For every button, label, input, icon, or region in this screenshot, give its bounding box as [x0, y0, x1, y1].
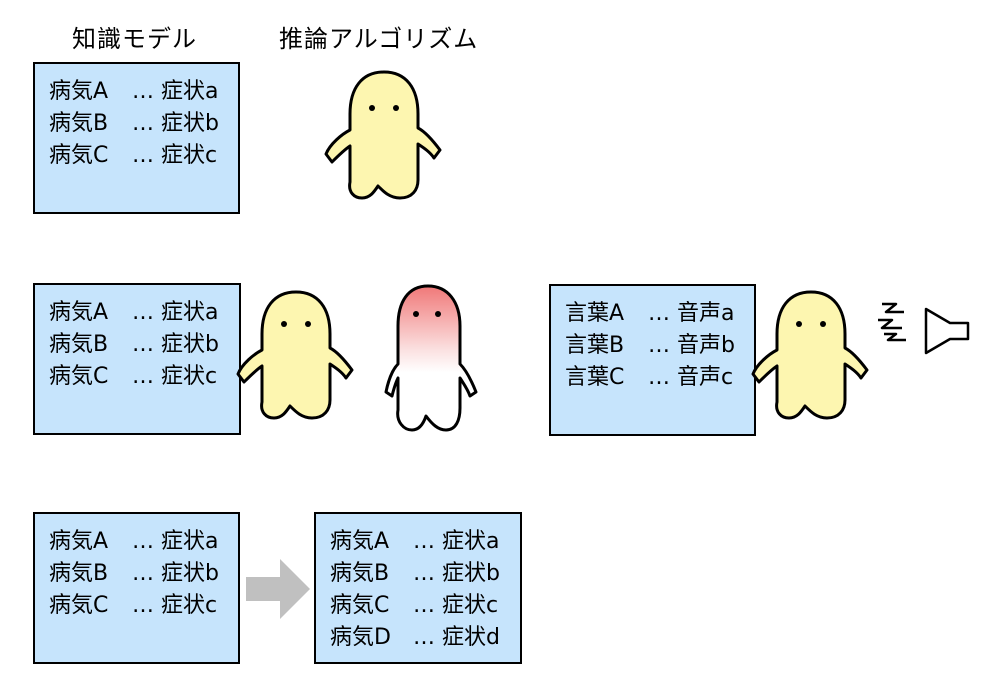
term-right: 症状c	[161, 143, 218, 168]
inference-algorithm-heading: 推論アルゴリズム	[279, 25, 479, 53]
knowledge-box-before: 病気A … 症状a 病気B … 症状b 病気C … 症状c	[33, 512, 240, 664]
term-left: 病気C	[49, 364, 109, 389]
separator: …	[413, 561, 435, 586]
separator: …	[648, 301, 670, 326]
separator: …	[648, 365, 670, 390]
relation-row: 言葉B … 音声b	[565, 330, 754, 362]
relation-row: 病気B … 症状b	[330, 558, 520, 590]
term-right: 症状b	[161, 111, 219, 136]
separator: …	[132, 529, 154, 554]
relation-row: 病気D … 症状d	[330, 622, 520, 654]
separator: …	[132, 111, 154, 136]
term-right: 症状b	[161, 332, 219, 357]
knowledge-box-after: 病気A … 症状a 病気B … 症状b 病気C … 症状c 病気D … 症状d	[314, 512, 522, 664]
relation-row: 病気A … 症状a	[330, 526, 520, 558]
relation-row: 病気C … 症状c	[49, 140, 238, 172]
term-left: 病気A	[330, 529, 390, 554]
relation-row: 言葉A … 音声a	[565, 298, 754, 330]
term-left: 病気C	[49, 593, 109, 618]
separator: …	[413, 529, 435, 554]
relation-row: 病気A … 症状a	[49, 526, 238, 558]
term-left: 言葉A	[565, 301, 625, 326]
relation-row: 言葉C … 音声c	[565, 362, 754, 394]
separator: …	[132, 561, 154, 586]
term-right: 症状d	[442, 625, 500, 650]
term-left: 病気B	[49, 332, 109, 357]
separator: …	[648, 333, 670, 358]
term-left: 病気B	[49, 561, 109, 586]
separator: …	[132, 143, 154, 168]
term-right: 症状a	[442, 529, 500, 554]
term-left: 病気B	[49, 111, 109, 136]
arrow-right-icon	[246, 559, 310, 619]
separator: …	[132, 332, 154, 357]
knowledge-box-top: 病気A … 症状a 病気B … 症状b 病気C … 症状c	[33, 62, 240, 214]
term-left: 言葉C	[565, 365, 625, 390]
term-right: 症状c	[161, 364, 218, 389]
term-right: 症状a	[161, 300, 219, 325]
relation-row: 病気C … 症状c	[49, 361, 239, 393]
creature-speaking	[751, 290, 869, 420]
term-right: 音声a	[677, 301, 735, 326]
separator: …	[132, 300, 154, 325]
relation-row: 病気A … 症状a	[49, 76, 238, 108]
term-left: 病気A	[49, 300, 109, 325]
relation-row: 病気A … 症状a	[49, 297, 239, 329]
term-right: 症状a	[161, 79, 219, 104]
relation-row: 病気C … 症状c	[49, 590, 238, 622]
term-right: 音声b	[677, 333, 735, 358]
term-left: 病気B	[330, 561, 390, 586]
term-right: 症状b	[161, 561, 219, 586]
term-left: 病気A	[49, 79, 109, 104]
relation-row: 病気B … 症状b	[49, 558, 238, 590]
separator: …	[413, 593, 435, 618]
separator: …	[132, 593, 154, 618]
sound-wave-icon	[878, 302, 906, 342]
separator: …	[132, 364, 154, 389]
speech-knowledge-box: 言葉A … 音声a 言葉B … 音声b 言葉C … 音声c	[549, 284, 756, 436]
relation-row: 病気B … 症状b	[49, 329, 239, 361]
separator: …	[132, 79, 154, 104]
term-right: 症状b	[442, 561, 500, 586]
term-right: 症状a	[161, 529, 219, 554]
creature-holding-knowledge	[236, 290, 354, 420]
term-left: 病気C	[330, 593, 390, 618]
term-left: 病気A	[49, 529, 109, 554]
speaker-icon	[924, 307, 970, 355]
term-left: 言葉B	[565, 333, 625, 358]
term-left: 病気D	[330, 625, 391, 650]
separator: …	[413, 625, 435, 650]
knowledge-model-heading: 知識モデル	[72, 25, 197, 53]
creature-thinking-icon	[384, 284, 478, 432]
term-right: 音声c	[677, 365, 734, 390]
knowledge-box-middle: 病気A … 症状a 病気B … 症状b 病気C … 症状c	[33, 283, 241, 435]
term-right: 症状c	[161, 593, 218, 618]
term-left: 病気C	[49, 143, 109, 168]
inference-creature-top	[324, 70, 442, 200]
term-right: 症状c	[442, 593, 499, 618]
relation-row: 病気C … 症状c	[330, 590, 520, 622]
relation-row: 病気B … 症状b	[49, 108, 238, 140]
